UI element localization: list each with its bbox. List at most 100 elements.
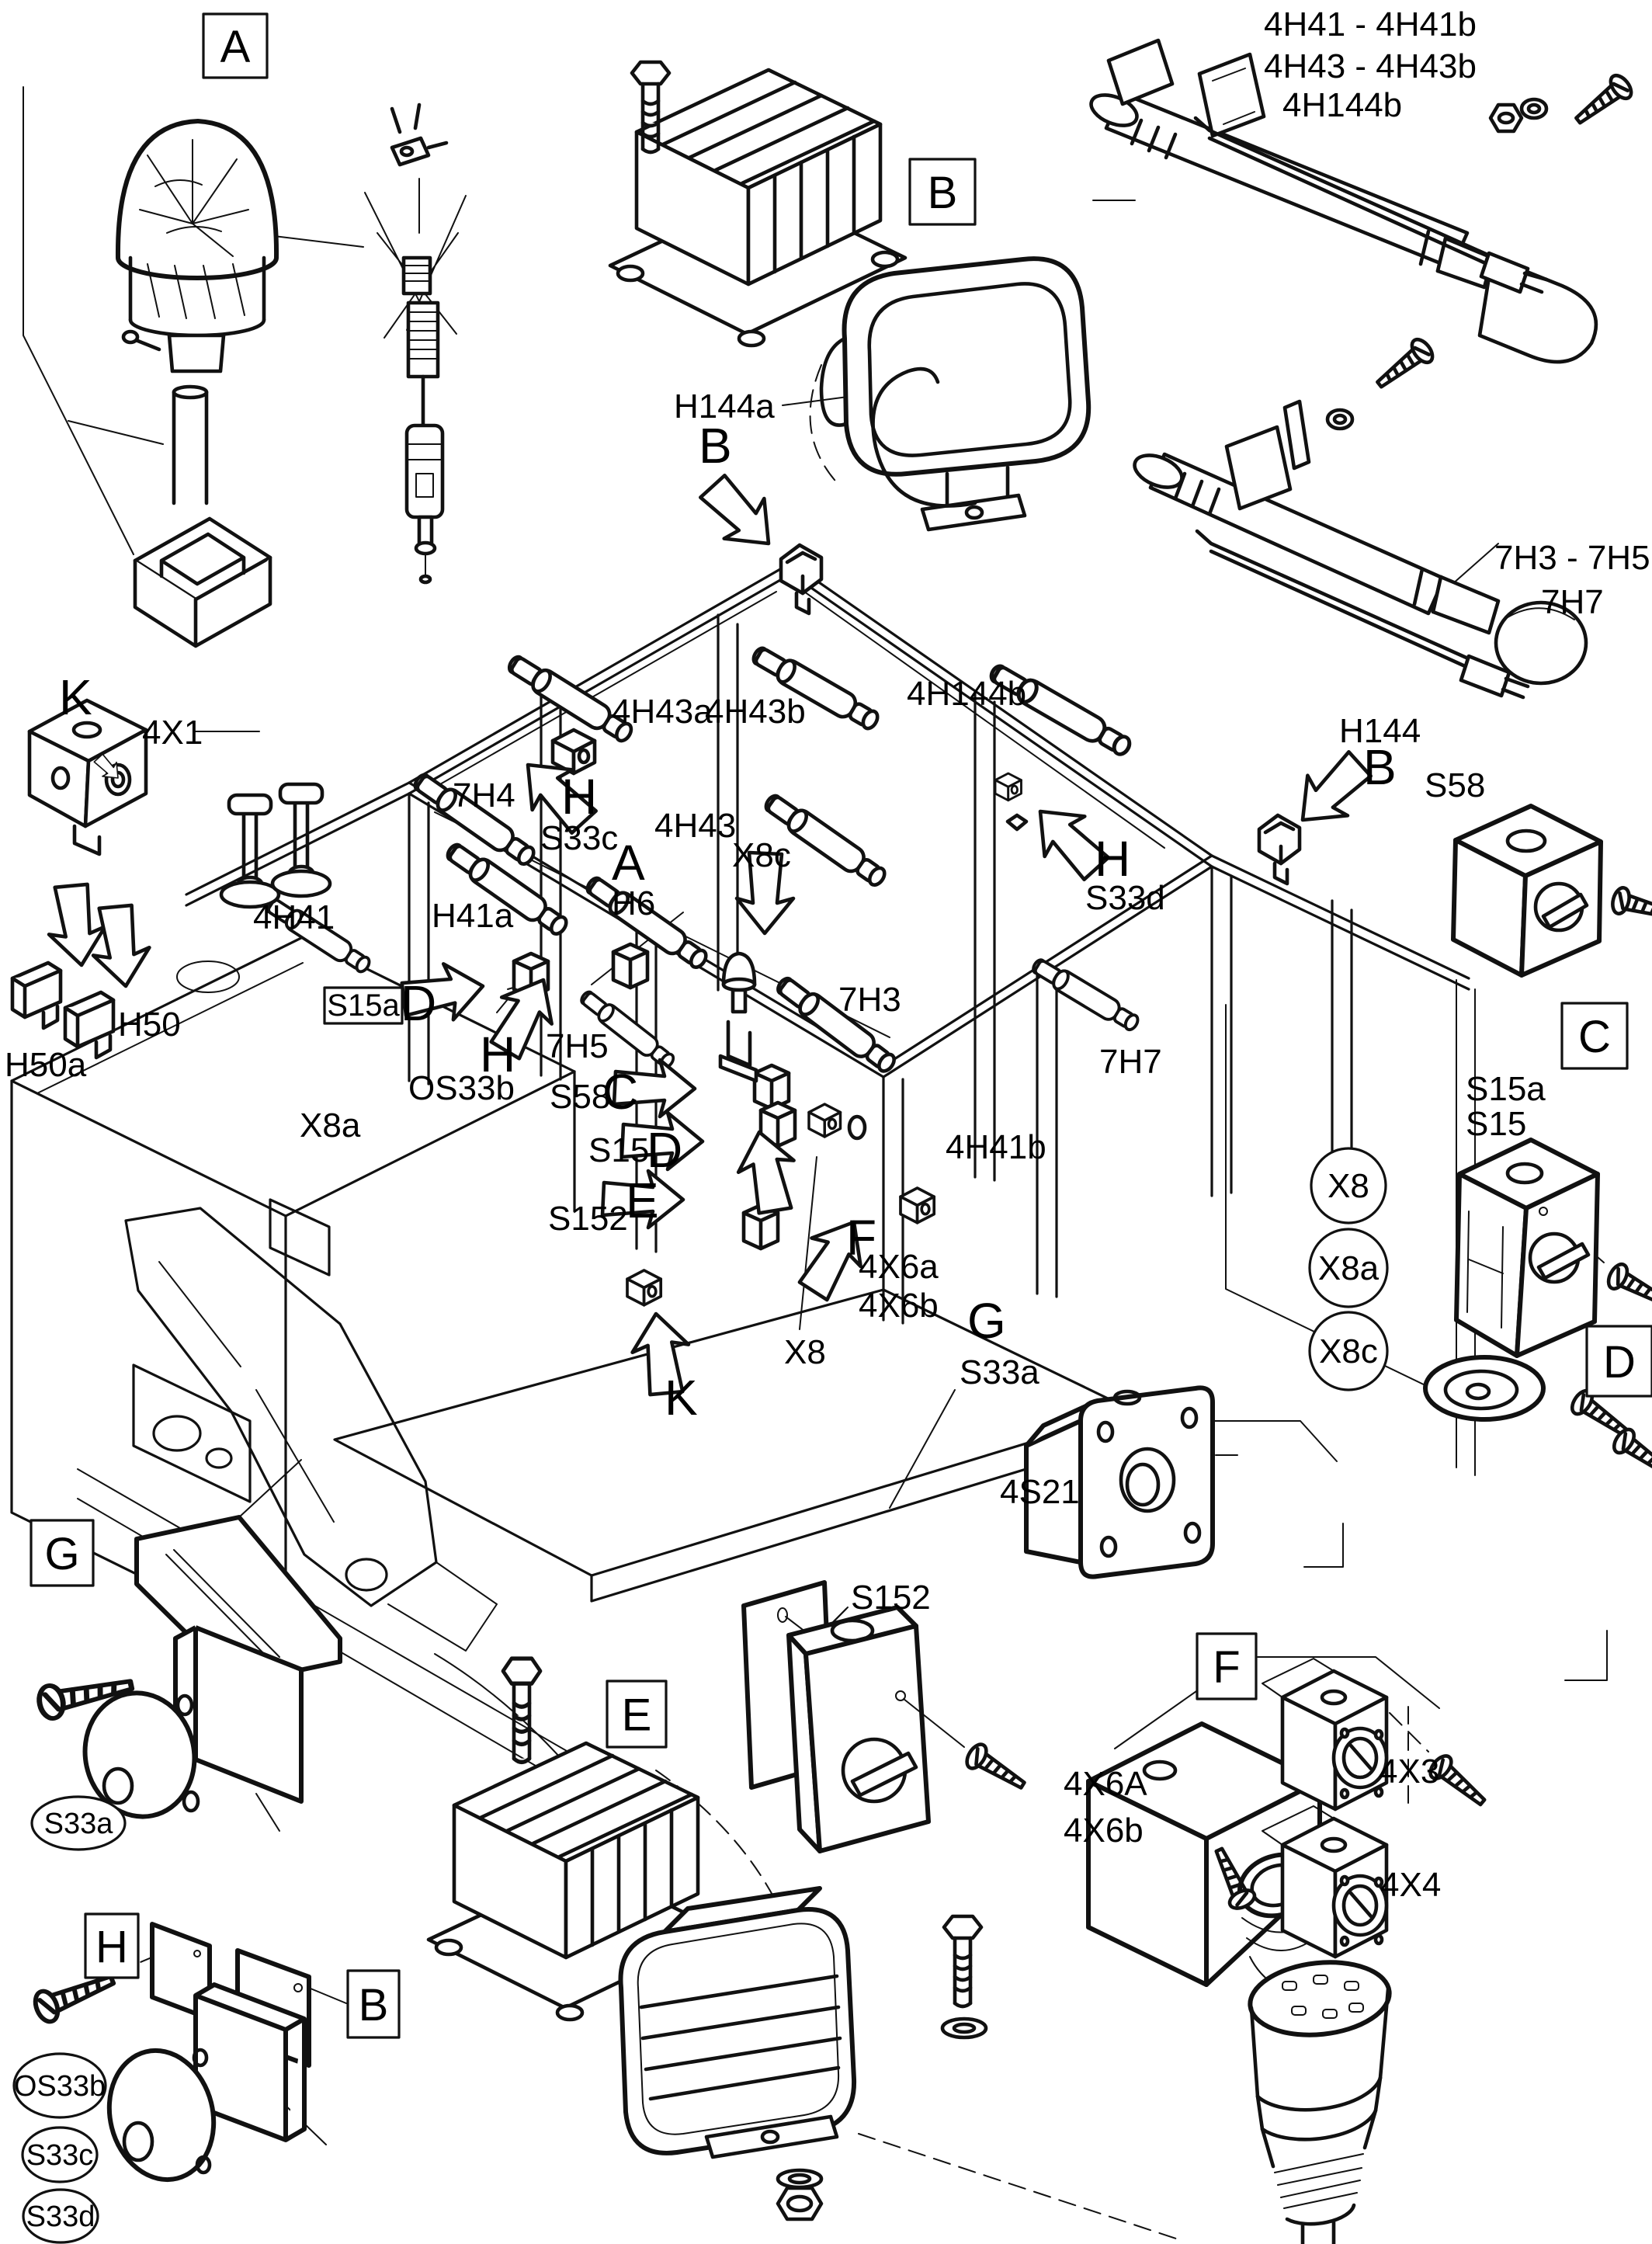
rotating-beacon bbox=[115, 119, 279, 648]
section-pointer-letter: C bbox=[602, 1064, 638, 1120]
clamp-apex bbox=[781, 545, 821, 613]
part-label: S152 bbox=[548, 1200, 628, 1238]
section-pointer-letter: H bbox=[561, 769, 597, 825]
part-label: H6 bbox=[612, 884, 655, 922]
section-pointer-letter: D bbox=[647, 1122, 682, 1178]
part-label: S33c bbox=[540, 819, 618, 857]
section-letter: B bbox=[928, 168, 958, 218]
section-letter: E bbox=[622, 1690, 652, 1741]
part-label: 7H4 bbox=[453, 776, 515, 815]
part-label: 4X6b bbox=[1064, 1812, 1144, 1850]
section-pointer-letter: A bbox=[612, 835, 645, 891]
part-label: S33d bbox=[1085, 879, 1165, 917]
part-label: S152 bbox=[851, 1579, 931, 1617]
section-letter: D bbox=[1603, 1337, 1636, 1388]
part-label: 4X6b bbox=[859, 1287, 939, 1325]
part-label: H41a bbox=[432, 897, 514, 935]
connector-housing-4x6 bbox=[1086, 1721, 1322, 1996]
small-beacon-h6 bbox=[718, 951, 758, 1083]
section-pointer-letter: B bbox=[1363, 739, 1397, 795]
section-box-h bbox=[84, 1912, 140, 1979]
box-4s21 bbox=[1024, 1385, 1215, 1579]
switch-s152 bbox=[741, 1580, 965, 1853]
ref-ellipse-label: S33d bbox=[26, 2201, 95, 2233]
plunger-switch-1 bbox=[221, 795, 279, 907]
connector-box-4x1 bbox=[27, 698, 148, 856]
part-label: 4H43b bbox=[705, 693, 806, 731]
lamp-tube-assembly-2 bbox=[1133, 399, 1588, 700]
section-letter: H bbox=[95, 1922, 128, 1972]
ref-ellipse-label: S33c bbox=[26, 2139, 94, 2172]
screw-s152 bbox=[963, 1741, 1030, 1796]
part-label: 4H43a bbox=[612, 693, 713, 731]
part-label: S33a bbox=[960, 1353, 1039, 1391]
section-pointer-letter: K bbox=[665, 1370, 698, 1426]
section-box-b bbox=[346, 1969, 401, 2039]
section-box-d bbox=[1585, 1325, 1652, 1398]
ref-circle-x8c bbox=[1308, 1311, 1389, 1391]
boxed-ref-label: S15a bbox=[327, 988, 400, 1023]
switch-enclosure-s15 bbox=[1423, 1138, 1600, 1422]
part-label: S58 bbox=[550, 1078, 610, 1116]
part-label: X8 bbox=[784, 1333, 826, 1371]
section-box-a bbox=[202, 12, 269, 79]
round-connector-plug bbox=[1248, 1960, 1392, 2244]
section-pointer-letter: K bbox=[59, 669, 92, 725]
part-label: S15 bbox=[588, 1131, 649, 1169]
work-lamp-bottom bbox=[618, 1886, 857, 2221]
direction-arrow bbox=[87, 902, 154, 990]
section-pointer-letter: H bbox=[1095, 831, 1130, 887]
part-label: 4H41b bbox=[946, 1128, 1046, 1166]
part-label: 4X3 bbox=[1379, 1752, 1439, 1791]
bolt-top-right bbox=[1570, 71, 1635, 130]
part-label: H50 bbox=[118, 1006, 181, 1044]
part-label: OS33b bbox=[408, 1069, 515, 1107]
horn-assembly-g bbox=[82, 1515, 342, 1819]
section-box-g bbox=[30, 1519, 95, 1587]
part-label: 4H144b bbox=[1282, 86, 1402, 124]
section-box-e bbox=[606, 1680, 668, 1749]
section-letter: A bbox=[220, 22, 251, 72]
part-label: 4H43 - 4H43b bbox=[1264, 47, 1477, 85]
section-pointer-letter: E bbox=[626, 1172, 659, 1228]
ref-circle-x8 bbox=[1310, 1147, 1387, 1224]
part-label: S15a bbox=[1466, 1070, 1546, 1108]
section-pointer-letter: G bbox=[967, 1293, 1006, 1349]
ref-ellipse-s33a bbox=[30, 1795, 127, 1851]
part-label: 4X4 bbox=[1380, 1866, 1441, 1904]
part-label: 4H43 bbox=[654, 807, 736, 845]
section-pointer-letter: H bbox=[480, 1026, 515, 1082]
section-letter: C bbox=[1578, 1012, 1611, 1062]
part-label: 4H41 - 4H41b bbox=[1264, 5, 1477, 43]
part-label: 4S21 bbox=[1000, 1473, 1080, 1511]
direction-arrow bbox=[692, 466, 789, 563]
section-pointer-letter: B bbox=[699, 418, 732, 474]
section-box-b bbox=[908, 158, 977, 226]
ref-ellipse-s33c bbox=[21, 2126, 99, 2183]
part-label: 4H144b bbox=[907, 675, 1026, 713]
ref-ellipse-label: S33a bbox=[44, 1808, 114, 1840]
section-letter: G bbox=[44, 1529, 79, 1579]
part-label: 7H3 bbox=[838, 981, 901, 1019]
boxed-ref-s15a bbox=[323, 986, 404, 1025]
part-label: H144a bbox=[674, 387, 775, 426]
plunger-switch-2 bbox=[272, 784, 330, 896]
screw-s15-3 bbox=[1610, 1426, 1652, 1483]
hex-bolt-e bbox=[503, 1659, 540, 1762]
horn-assembly-h bbox=[106, 1922, 311, 2183]
section-pointer-letter: F bbox=[846, 1210, 876, 1266]
washer-1 bbox=[1522, 99, 1546, 118]
washer-lamp bbox=[940, 2016, 988, 2040]
screw-s58 bbox=[1610, 886, 1652, 928]
part-label: H50a bbox=[5, 1046, 87, 1084]
part-label: 7H7 bbox=[1541, 583, 1604, 621]
part-label: 4X6a bbox=[859, 1248, 939, 1286]
ref-ellipse-label: OS33b bbox=[14, 2070, 106, 2103]
bolt-lamp-2 bbox=[1371, 335, 1436, 394]
part-label: S58 bbox=[1425, 766, 1485, 804]
small-switch-boxes bbox=[514, 730, 1029, 1307]
hex-bolt-lamp bbox=[944, 1916, 981, 2006]
